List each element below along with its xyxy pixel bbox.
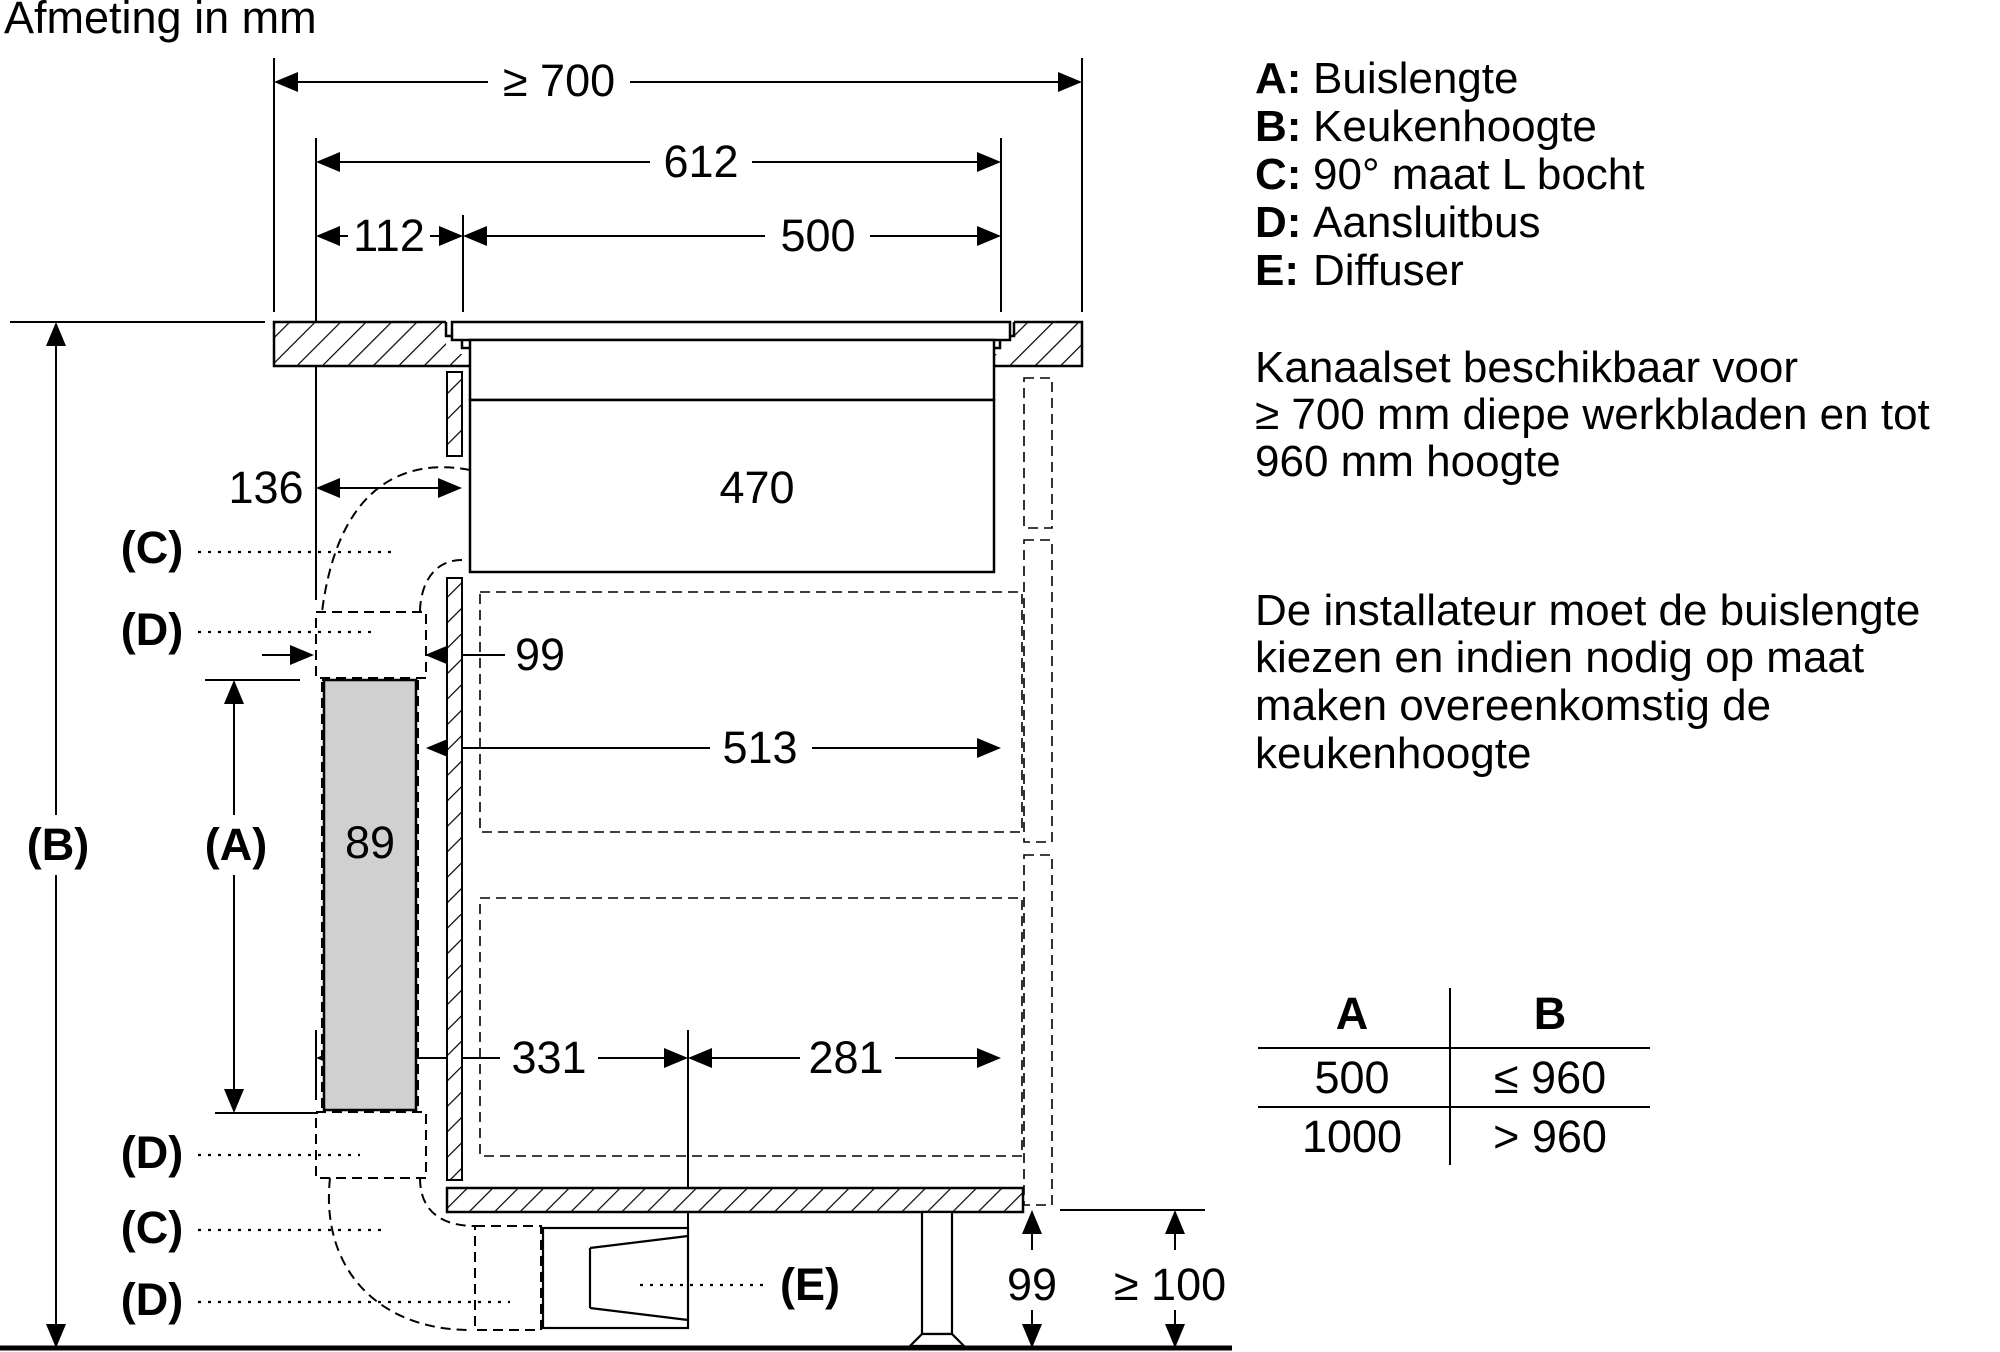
callout-a: (A)	[205, 819, 267, 870]
table-cell: ≤ 960	[1494, 1052, 1606, 1103]
duct-pipe	[322, 678, 418, 1112]
table-cell: > 960	[1493, 1111, 1607, 1162]
table-header-a: A	[1336, 988, 1369, 1039]
front-panels	[1023, 377, 1053, 1206]
diffuser	[541, 1226, 690, 1330]
cabinet-side-wall	[446, 371, 463, 1181]
note2-line: De installateur moet de buislengte	[1255, 586, 1920, 635]
cabinet-bottom	[445, 1186, 1025, 1214]
unit-label: Afmeting in mm	[4, 0, 317, 43]
dim-100-min: ≥ 100	[1114, 1259, 1226, 1310]
leader-lines	[198, 550, 770, 1304]
table-cell: 1000	[1302, 1111, 1402, 1162]
callout-c-top: (C)	[121, 522, 183, 573]
cabinet-leg	[907, 1210, 967, 1348]
size-table: A B 500 ≤ 960 1000 > 960	[1258, 988, 1650, 1165]
dim-136: 136	[228, 462, 303, 513]
note1-line: ≥ 700 mm diepe werkbladen en tot	[1255, 390, 1930, 439]
callout-c-bottom: (C)	[121, 1202, 183, 1253]
dim-pipe-89: 89	[345, 817, 395, 868]
note1-line: 960 mm hoogte	[1255, 437, 1561, 486]
legend-key-a: A:	[1255, 54, 1301, 103]
legend-text-b: Keukenhoogte	[1313, 102, 1597, 151]
note2-line: kiezen en indien nodig op maat	[1255, 633, 1864, 682]
callout-d-mid: (D)	[121, 1127, 183, 1178]
callout-b: (B)	[27, 819, 89, 870]
legend-text-c: 90° maat L bocht	[1313, 150, 1645, 199]
callout-d-top: (D)	[121, 604, 183, 655]
drawers	[479, 591, 1023, 1157]
legend-text-a: Buislengte	[1313, 54, 1518, 103]
table-cell: 500	[1314, 1052, 1389, 1103]
callout-d-bottom: (D)	[121, 1274, 183, 1325]
dim-99-bottom: 99	[1007, 1259, 1057, 1310]
dim-281: 281	[808, 1032, 883, 1083]
extension-lines	[10, 58, 1205, 1322]
dim-112: 112	[353, 210, 425, 261]
hob-unit	[450, 320, 1012, 574]
dim-331: 331	[511, 1032, 586, 1083]
table-header-b: B	[1534, 988, 1567, 1039]
callout-e: (E)	[780, 1259, 840, 1310]
legend: A: Buislengte B: Keukenhoogte C: 90° maa…	[1255, 54, 1645, 295]
note-installer: De installateur moet de buislengte kieze…	[1255, 586, 1920, 778]
note2-line: maken overeenkomstig de	[1255, 681, 1771, 730]
dim-470: 470	[719, 462, 794, 513]
dim-99-side: 99	[515, 629, 565, 680]
legend-text-e: Diffuser	[1313, 246, 1464, 295]
legend-key-c: C:	[1255, 150, 1301, 199]
dim-513: 513	[722, 722, 797, 773]
legend-key-b: B:	[1255, 102, 1301, 151]
note1-line: Kanaalset beschikbaar voor	[1255, 343, 1798, 392]
dim-width-min: ≥ 700	[503, 55, 615, 106]
dim-500: 500	[780, 210, 855, 261]
legend-key-d: D:	[1255, 198, 1301, 247]
note2-line: keukenhoogte	[1255, 729, 1531, 778]
legend-text-d: Aansluitbus	[1313, 198, 1540, 247]
note-channel-set: Kanaalset beschikbaar voor ≥ 700 mm diep…	[1255, 343, 1930, 486]
dim-612: 612	[663, 136, 738, 187]
dimension-lines	[46, 72, 1185, 1348]
legend-key-e: E:	[1255, 246, 1299, 295]
